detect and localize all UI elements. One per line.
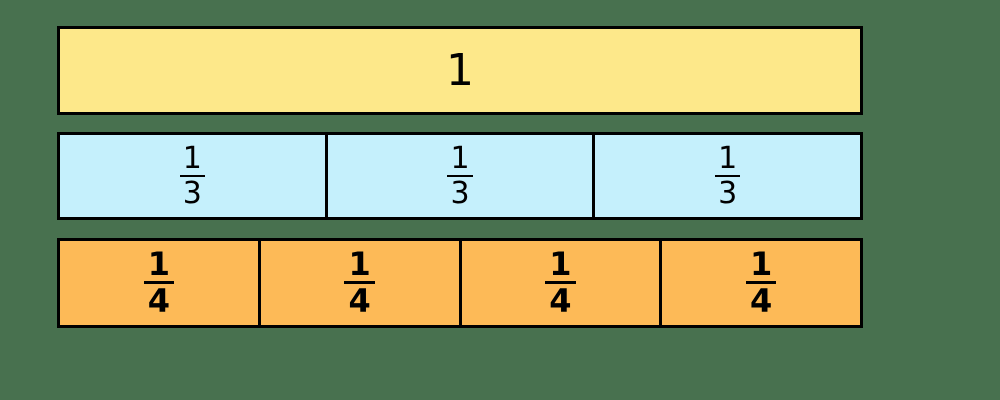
third-segment: 1 3	[60, 135, 325, 217]
numerator: 1	[745, 248, 777, 284]
fraction-label: 1 4	[545, 248, 576, 320]
denominator: 4	[549, 282, 572, 320]
denominator: 3	[182, 175, 202, 211]
numerator: 1	[447, 143, 473, 177]
fraction-label: 1 4	[143, 248, 174, 320]
whole-label: 1	[446, 44, 474, 96]
numerator: 1	[143, 248, 174, 284]
whole-segment: 1	[60, 29, 860, 112]
fourth-segment: 1 4	[458, 241, 660, 325]
fraction-label: 1 4	[745, 248, 777, 320]
numerator: 1	[344, 248, 375, 284]
denominator: 3	[450, 175, 470, 211]
third-segment: 1 3	[324, 135, 593, 217]
fourth-segment: 1 4	[659, 241, 860, 325]
fourth-segment: 1 4	[60, 241, 258, 325]
thirds-bar: 1 3 1 3 1 3	[57, 132, 863, 220]
fraction-label: 1 3	[447, 143, 473, 211]
whole-bar: 1	[57, 26, 863, 115]
fraction-label: 1 3	[179, 143, 205, 211]
denominator: 4	[348, 282, 371, 320]
numerator: 1	[715, 143, 741, 177]
denominator: 4	[147, 282, 170, 320]
fourth-segment: 1 4	[257, 241, 459, 325]
denominator: 3	[718, 175, 738, 211]
fraction-label: 1 3	[715, 143, 741, 211]
fourths-bar: 1 4 1 4 1 4 1 4	[57, 238, 863, 328]
fraction-label: 1 4	[344, 248, 375, 320]
third-segment: 1 3	[592, 135, 860, 217]
denominator: 4	[749, 282, 773, 320]
numerator: 1	[179, 143, 205, 177]
numerator: 1	[545, 248, 576, 284]
